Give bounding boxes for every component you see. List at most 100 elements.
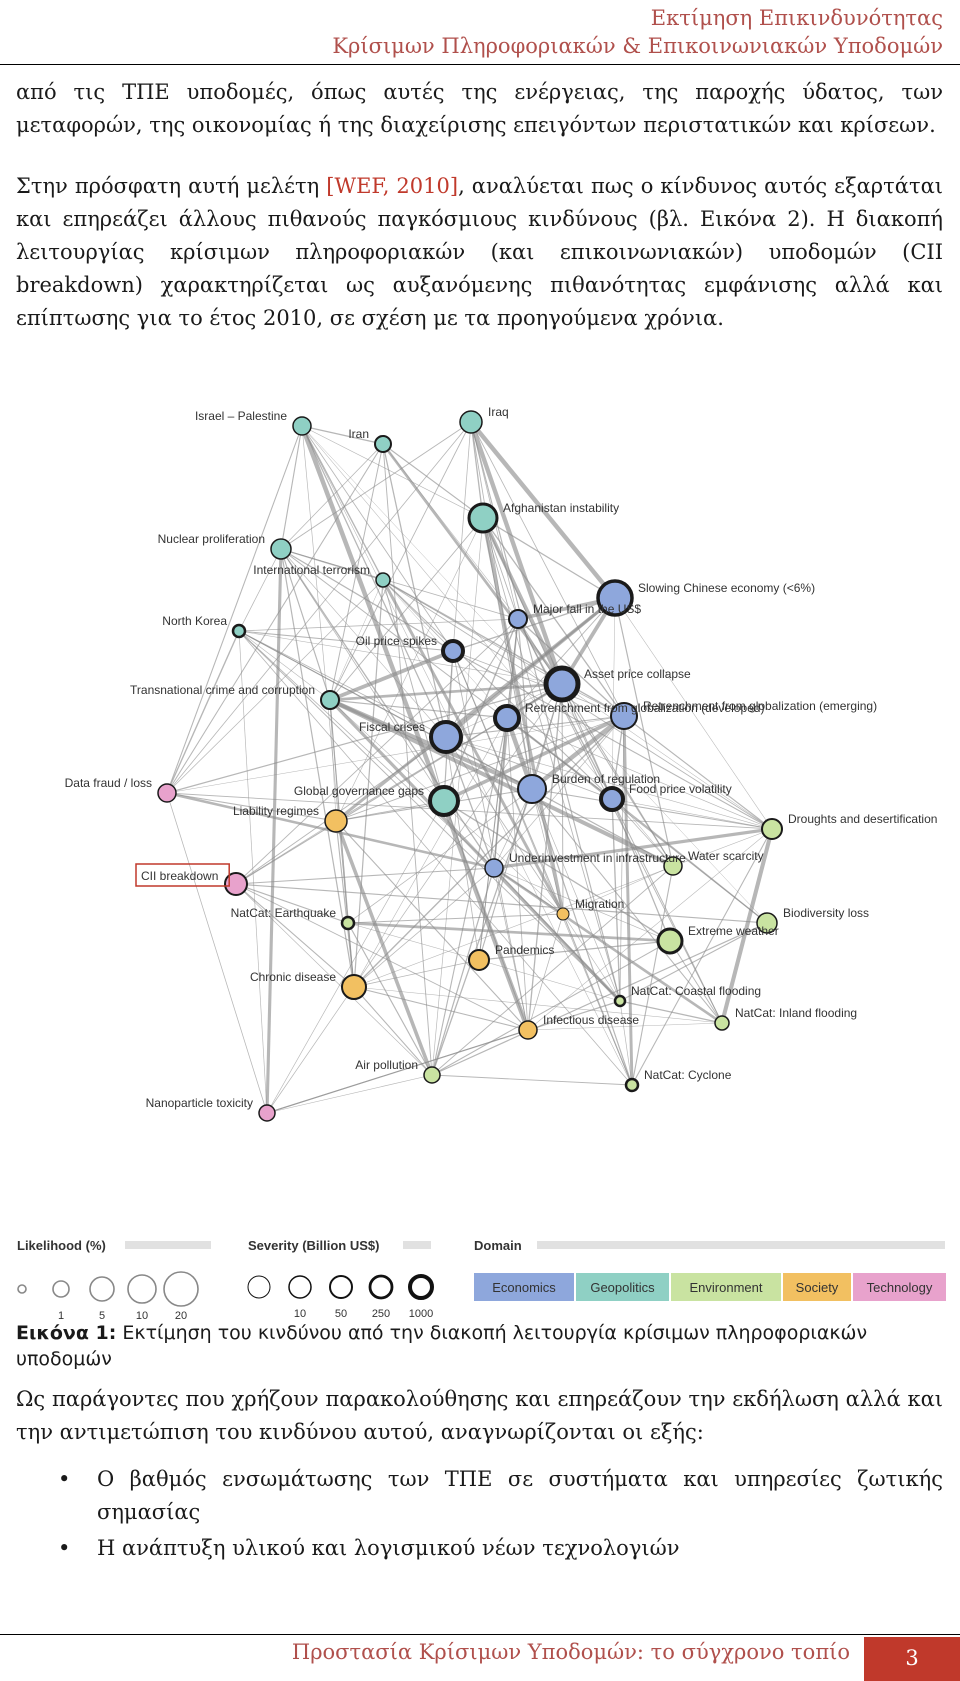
node-natcat-cyclone: NatCat: Cyclone (624, 1068, 732, 1093)
node-burden-of-regulation: Burden of regulation (517, 772, 660, 804)
network-edge (299, 425, 531, 1031)
network-edge (478, 717, 508, 961)
domain-label: Society (796, 1280, 839, 1295)
network-edge (238, 630, 495, 869)
node-chronic-disease: Chronic disease (250, 970, 367, 1000)
network-edge (443, 714, 625, 803)
node-israel-palestine: Israel – Palestine (195, 409, 312, 436)
paragraph-2: Στην πρόσφατη αυτή μελέτη [WEF, 2010], α… (16, 170, 943, 335)
network-edge (493, 827, 773, 870)
network-edge (238, 630, 633, 1086)
network-edge (452, 421, 472, 652)
network-edge (353, 579, 384, 988)
network-edge (166, 443, 384, 794)
network-edge (531, 788, 564, 915)
network-edge (238, 618, 519, 632)
node-oil-price-spikes: Oil price spikes (356, 634, 465, 663)
network-edge (381, 443, 564, 685)
node-label: NatCat: Earthquake (231, 906, 337, 920)
node-label: Chronic disease (250, 970, 336, 984)
network-edge (611, 798, 621, 1002)
node-asset-price-collapse: Asset price collapse (543, 665, 691, 703)
network-edge (622, 715, 634, 1086)
network-edge (481, 517, 565, 915)
network-edges (166, 420, 774, 1114)
node-label: Israel – Palestine (195, 409, 287, 423)
network-edge (482, 517, 519, 620)
legend-rule (537, 1241, 945, 1249)
network-edge (353, 986, 433, 1076)
network-edge (347, 922, 480, 961)
node-marker (613, 994, 627, 1008)
node-label: Fiscal crises (359, 720, 425, 734)
node-label: Transnational crime and corruption (130, 683, 315, 697)
network-edge (347, 913, 564, 924)
node-infectious-disease: Infectious disease (518, 1013, 639, 1040)
node-marker (556, 907, 570, 921)
list-item-text: Η ανάπτυξη υλικού και λογισμικού νέων τε… (97, 1536, 680, 1560)
node-marker (270, 538, 292, 560)
running-header: Εκτίμηση Επικινδυνότητας Κρίσιμων Πληροφ… (332, 4, 943, 60)
network-edge (431, 717, 508, 1076)
node-label: NatCat: Coastal flooding (631, 984, 761, 998)
node-label: NatCat: Cyclone (644, 1068, 732, 1082)
network-edge (469, 420, 617, 600)
network-edge (266, 683, 563, 1114)
node-label: Retrenchment from globalization (emergin… (643, 699, 877, 713)
network-edge (445, 736, 613, 800)
network-edge (301, 425, 454, 652)
network-edge (517, 618, 674, 867)
node-liability-regimes: Liability regimes (233, 804, 348, 833)
node-marker (231, 623, 247, 639)
network-edge (623, 715, 773, 830)
network-edge (619, 922, 768, 1002)
network-edge (619, 1000, 723, 1024)
network-edge (506, 717, 773, 830)
node-label: Infectious disease (543, 1013, 639, 1027)
network-edge (382, 579, 625, 717)
node-label: Afghanistan instability (503, 501, 619, 515)
paragraph-2-start: Στην πρόσφατη αυτή μελέτη (16, 174, 327, 198)
node-marker (320, 690, 340, 710)
network-edge (382, 443, 447, 738)
node-natcat-inland-flooding: NatCat: Inland flooding (714, 1006, 857, 1031)
domain-swatch-technology (853, 1273, 946, 1301)
network-edge (517, 618, 625, 717)
node-marker (258, 1104, 276, 1122)
network-edge (561, 683, 564, 915)
node-marker (493, 704, 521, 732)
severity-tick: 1000 (409, 1308, 433, 1320)
node-marker (467, 502, 499, 534)
domain-swatch-economics (474, 1273, 574, 1301)
network-edge (280, 548, 331, 701)
network-edge (334, 820, 434, 1076)
network-edge (530, 714, 626, 791)
network-edge (561, 683, 773, 830)
network-edge (493, 867, 529, 1031)
network-edge (280, 421, 472, 550)
network-edge (445, 736, 495, 869)
network-edge (443, 618, 519, 802)
node-marker (761, 818, 783, 840)
severity-circle (368, 1274, 394, 1300)
node-marker (429, 720, 463, 754)
severity-tick: 250 (372, 1308, 390, 1320)
network-edge (235, 883, 529, 1031)
node-underinvestment-in-infrastructure: Underinvestment in infrastructure (484, 851, 686, 878)
network-edge (611, 798, 723, 1024)
network-edge (431, 922, 768, 1076)
node-migration: Migration (556, 897, 624, 921)
network-edge (280, 548, 445, 802)
network-edge (611, 798, 671, 942)
citation-link[interactable]: [WEF, 2010] (326, 174, 459, 198)
network-edge (329, 682, 563, 702)
network-edge (431, 867, 495, 1076)
legend-rule (125, 1241, 211, 1249)
node-transnational-crime-and-corruption: Transnational crime and corruption (130, 683, 340, 710)
network-edge (301, 425, 384, 445)
node-natcat-earthquake: NatCat: Earthquake (231, 906, 356, 931)
likelihood-tick: 10 (136, 1310, 148, 1320)
likelihood-title: Likelihood (%) (17, 1238, 106, 1253)
